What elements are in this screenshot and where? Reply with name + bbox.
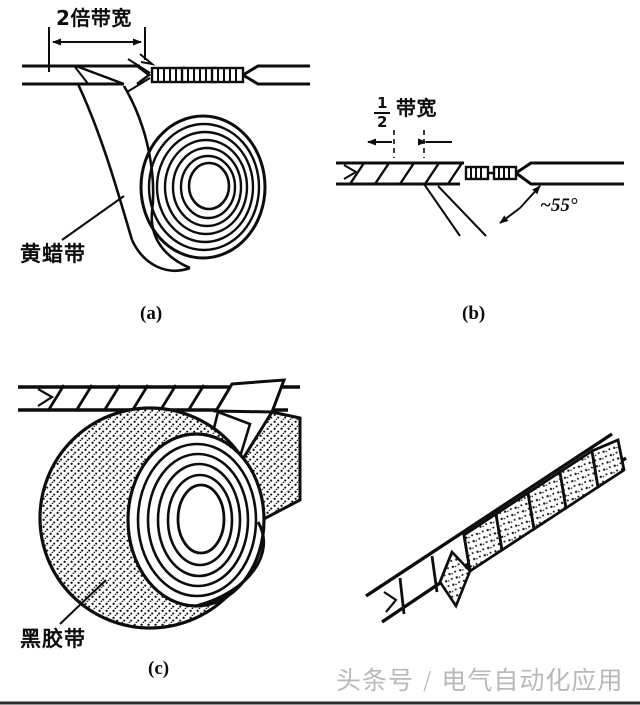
tape-start-notch-c	[37, 388, 55, 407]
tape-roll-a	[139, 114, 267, 260]
insulation-taper-lower	[126, 77, 151, 93]
dimension-label-2x-width: 2倍带宽	[56, 6, 132, 30]
black-tape-roll-outer-edge	[195, 521, 265, 608]
tape-start-fold	[74, 66, 90, 86]
tape-edge-outer-lower-a	[130, 239, 191, 272]
leader-line-black-tape	[59, 579, 107, 625]
insulation-taper-upper	[127, 58, 151, 74]
diagonal-black-wrap-5	[590, 438, 626, 490]
panel-caption-c: (c)	[148, 658, 170, 679]
tape-wraps-b	[349, 162, 463, 185]
leader-line-b-2	[437, 185, 487, 237]
dimension-label-tape-width: 带宽	[396, 96, 437, 120]
tape-roll-tangent-a	[150, 211, 191, 270]
black-tape-roll-spiral	[126, 432, 266, 608]
twisted-splice-a	[150, 66, 245, 84]
diagonal-tape-start-notch	[383, 591, 398, 613]
insulation-step	[136, 64, 152, 86]
panel-a-graphic	[22, 27, 310, 272]
tape-start-notch-b	[343, 164, 358, 180]
leader-line-b-1	[423, 183, 461, 237]
part-label-black-tape: 黑胶带	[20, 627, 86, 651]
tape-edge-outer-a	[76, 83, 134, 241]
panel-caption-a: (a)	[140, 303, 163, 324]
panel-caption-b: (b)	[462, 303, 486, 324]
fraction-bar	[374, 112, 391, 114]
angle-arrow-upper	[519, 185, 541, 209]
cable-right-bottom-a	[242, 73, 310, 86]
part-label-yellow-wax-tape: 黄蜡带	[20, 242, 86, 266]
cable-right-top-b	[515, 161, 624, 175]
diagonal-cable-upper-edge	[365, 432, 613, 598]
tape-start-diagonal	[75, 64, 125, 86]
panel-d-graphic	[365, 432, 627, 624]
fraction-numerator: 1	[377, 94, 388, 112]
angle-arrow-lower	[499, 207, 521, 224]
panel-c-graphic	[18, 378, 302, 630]
panel-b-graphic	[336, 130, 624, 237]
dimension-fraction-half: 1 2	[374, 94, 391, 131]
leader-line-yellow-tape	[61, 195, 125, 241]
watermark-text: 头条号 / 电气自动化应用	[336, 666, 624, 695]
cable-right-bottom-b	[515, 171, 624, 186]
fraction-denominator: 2	[377, 113, 388, 131]
tape-last-wrap-c	[213, 378, 287, 414]
diagonal-flap-edge	[438, 551, 454, 583]
angle-label-55-degrees: ~55°	[540, 195, 578, 216]
diagonal-tape-flap	[438, 549, 472, 609]
cable-right-top-a	[242, 64, 310, 77]
wire-tail-a	[139, 53, 156, 66]
